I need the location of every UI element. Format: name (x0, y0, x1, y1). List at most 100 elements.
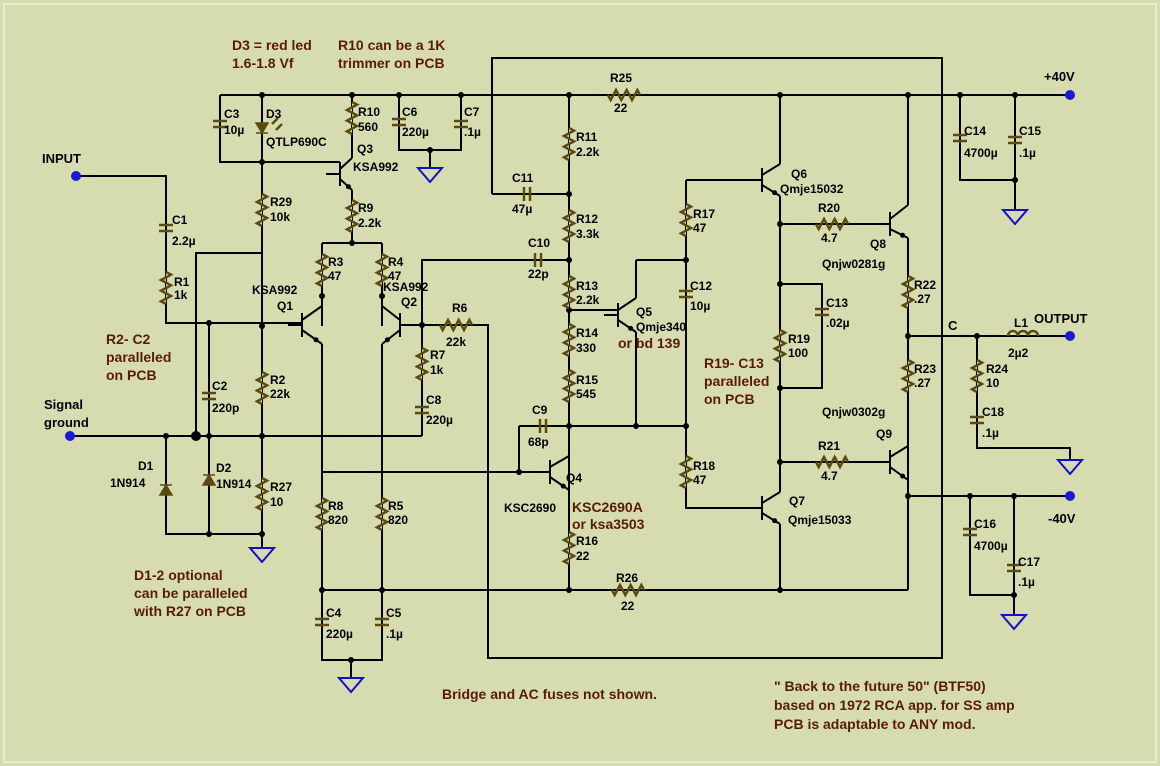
led-light-icon (271, 117, 283, 131)
c7-label: C7 (464, 105, 480, 119)
r23-resistor-icon (900, 358, 916, 394)
note-r2c2-3: on PCB (106, 367, 157, 383)
terminals (65, 90, 1075, 501)
q3-label: Q3 (357, 142, 373, 156)
r18-label: R18 (693, 459, 715, 473)
r13-value: 2.2k (576, 293, 600, 307)
q6-transistor-icon (748, 163, 781, 197)
q4-part: KSC2690 (504, 501, 556, 515)
c6-capacitor-icon (392, 117, 406, 127)
r22-label: R22 (914, 278, 936, 292)
r22-value: .27 (914, 292, 931, 306)
q5-label: Q5 (636, 305, 652, 319)
c7-capacitor-icon (454, 119, 468, 129)
note-d12-3: with R27 on PCB (133, 603, 246, 619)
d3-diode-icon (254, 122, 270, 135)
c16-value: 4700µ (974, 539, 1008, 553)
plus-rail-terminal[interactable] (1065, 90, 1075, 100)
c9-capacitor-icon (538, 419, 548, 433)
d1-label: D1 (138, 459, 154, 473)
q3-transistor-icon (326, 157, 353, 191)
ground-icon (247, 547, 277, 564)
c17-value: .1µ (1018, 575, 1035, 589)
c4-capacitor-icon (315, 617, 329, 627)
minus-rail-label: -40V (1048, 511, 1076, 526)
r5-value: 820 (388, 513, 408, 527)
c11-value: 47µ (512, 202, 532, 216)
q3-part: KSA992 (353, 160, 399, 174)
minus-rail-terminal[interactable] (1065, 491, 1075, 501)
r20-value: 4.7 (821, 231, 838, 245)
r1-value: 1k (174, 288, 188, 302)
c3-label: C3 (224, 107, 240, 121)
signal-ground-terminal[interactable] (65, 431, 75, 441)
r5-label: R5 (388, 499, 404, 513)
note-btf-3: PCB is adaptable to ANY mod. (774, 716, 975, 732)
q3-emitter-arrow-icon (345, 184, 351, 190)
r11-value: 2.2k (576, 145, 600, 159)
c17-capacitor-icon (1007, 563, 1021, 573)
ground-icon (1000, 209, 1030, 226)
q7-transistor-icon (748, 491, 781, 525)
c1-value: 2.2µ (172, 234, 196, 248)
q9-emitter-arrow-icon (900, 473, 906, 479)
q8-transistor-icon (876, 204, 909, 239)
c10-value: 22p (528, 267, 549, 281)
r27-resistor-icon (254, 476, 270, 512)
c16-capacitor-icon (963, 527, 977, 537)
r23-label: R23 (914, 362, 936, 376)
c-node-label: C (948, 318, 958, 333)
r19-value: 100 (788, 346, 808, 360)
note-r19c13: R19- C13 (704, 355, 764, 371)
r27-label: R27 (270, 480, 292, 494)
q4-label: Q4 (566, 471, 582, 485)
junction-dots (163, 92, 1018, 663)
l1-value: 2µ2 (1008, 346, 1029, 360)
q6-emitter-arrow-icon (772, 190, 778, 196)
c8-capacitor-icon (415, 405, 429, 415)
note-d12: D1-2 optional (134, 567, 223, 583)
r14-value: 330 (576, 341, 596, 355)
r7-resistor-icon (414, 346, 430, 382)
r24-resistor-icon (969, 358, 985, 394)
d2-part: 1N914 (216, 477, 252, 491)
r6-resistor-icon (438, 317, 474, 333)
note-r10-2: trimmer on PCB (338, 55, 445, 71)
r23-value: .27 (914, 376, 931, 390)
q4-emitter-arrow-icon (560, 483, 566, 489)
plus-rail-label: +40V (1044, 69, 1075, 84)
c10-label: C10 (528, 236, 550, 250)
c6-value: 220µ (402, 125, 429, 139)
r21-value: 4.7 (821, 469, 838, 483)
ground-icon (1055, 459, 1085, 476)
r19-label: R19 (788, 332, 810, 346)
r2-label: R2 (270, 373, 286, 387)
r3-value: 47 (328, 269, 342, 283)
input-terminal[interactable] (71, 171, 81, 181)
c13-label: C13 (826, 296, 848, 310)
note-q4-alt: KSC2690A (572, 499, 643, 515)
r15-value: 545 (576, 387, 596, 401)
r12-value: 3.3k (576, 227, 600, 241)
r7-value: 1k (430, 363, 444, 377)
r14-label: R14 (576, 326, 598, 340)
c18-label: C18 (982, 405, 1004, 419)
signal-ground-label: Signal (44, 397, 83, 412)
r20-resistor-icon (814, 216, 850, 232)
c9-label: C9 (532, 403, 548, 417)
c9-value: 68p (528, 435, 549, 449)
q4-transistor-icon (536, 455, 570, 491)
r22-resistor-icon (900, 274, 916, 310)
note-d3: D3 = red led (232, 37, 312, 53)
c18-capacitor-icon (970, 415, 984, 425)
r17-resistor-icon (678, 202, 694, 238)
r10-resistor-icon (344, 100, 360, 136)
c13-value: .02µ (826, 316, 850, 330)
signal-ground-label-2: ground (44, 415, 89, 430)
q8-label: Q8 (870, 237, 886, 251)
r16-label: R16 (576, 534, 598, 548)
output-terminal[interactable] (1065, 331, 1075, 341)
c8-label: C8 (426, 393, 442, 407)
r24-value: 10 (986, 376, 1000, 390)
